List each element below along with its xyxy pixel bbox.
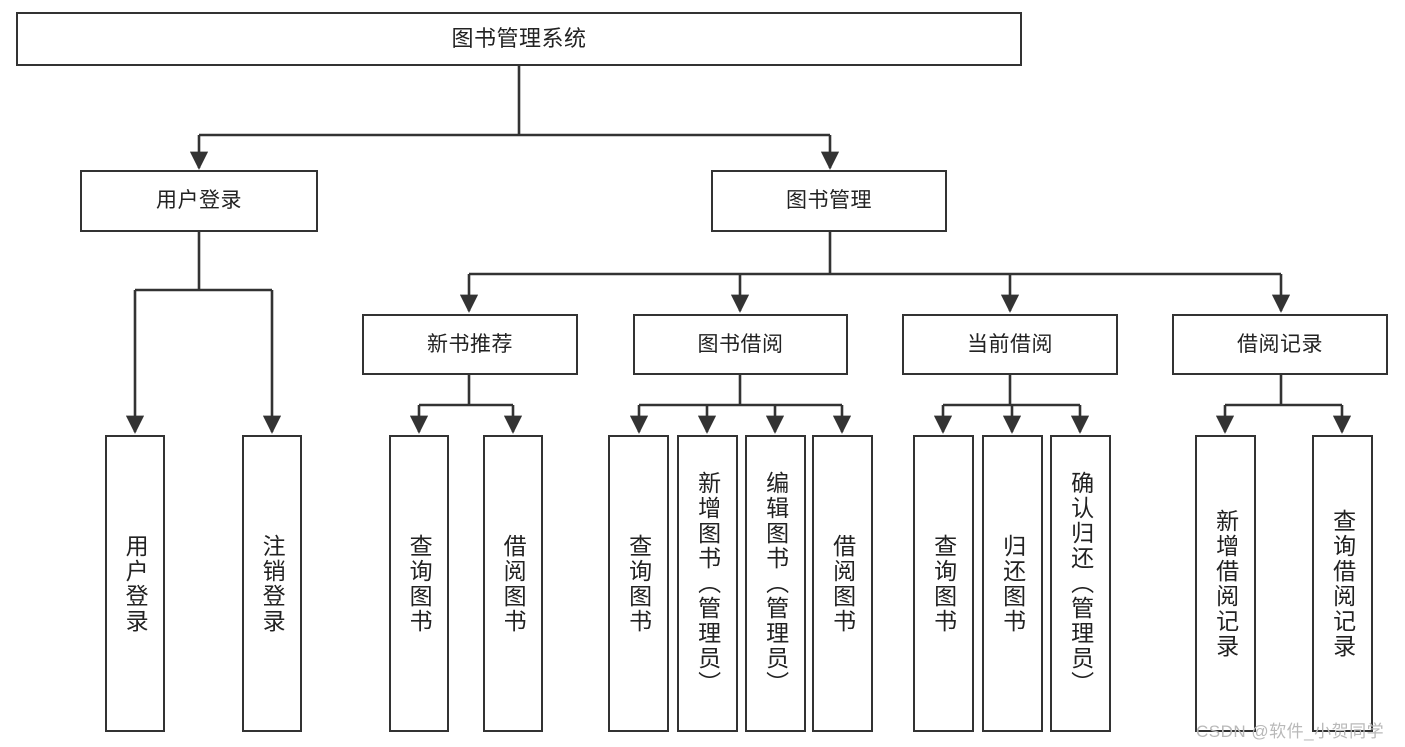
- node-current-borrow[interactable]: 当前借阅: [902, 314, 1118, 375]
- node-label: 编辑图书（管理员）: [762, 471, 789, 696]
- node-label: 确认归还（管理员）: [1067, 471, 1094, 696]
- csdn-watermark: CSDN @软件_小贺同学: [1196, 722, 1385, 741]
- leaf-return-book[interactable]: 归还图书: [982, 435, 1043, 732]
- leaf-query-borrow-record[interactable]: 查询借阅记录: [1312, 435, 1373, 732]
- node-label: 新增借阅记录: [1212, 508, 1239, 659]
- node-label: 新增图书（管理员）: [694, 471, 721, 696]
- leaf-query-book-current[interactable]: 查询图书: [913, 435, 974, 732]
- leaf-edit-book-admin[interactable]: 编辑图书（管理员）: [745, 435, 806, 732]
- node-label: 用户登录: [122, 533, 149, 634]
- leaf-query-book-recommend[interactable]: 查询图书: [389, 435, 449, 732]
- leaf-user-login[interactable]: 用户登录: [105, 435, 165, 732]
- node-label: 图书管理系统: [451, 25, 587, 51]
- node-book-borrow[interactable]: 图书借阅: [633, 314, 848, 375]
- leaf-borrow-book[interactable]: 借阅图书: [812, 435, 873, 732]
- node-label: 归还图书: [999, 533, 1026, 634]
- node-label: 用户登录: [156, 189, 242, 213]
- leaf-borrow-book-recommend[interactable]: 借阅图书: [483, 435, 543, 732]
- node-new-book-recommend[interactable]: 新书推荐: [362, 314, 578, 375]
- node-label: 借阅图书: [829, 533, 856, 634]
- node-label: 查询图书: [930, 533, 957, 634]
- node-label: 图书借阅: [697, 332, 784, 356]
- leaf-confirm-return-admin[interactable]: 确认归还（管理员）: [1050, 435, 1111, 732]
- leaf-add-book-admin[interactable]: 新增图书（管理员）: [677, 435, 738, 732]
- node-label: 查询借阅记录: [1329, 508, 1356, 659]
- node-label: 借阅记录: [1237, 332, 1323, 356]
- node-label: 图书管理: [786, 189, 872, 213]
- leaf-query-book-borrow[interactable]: 查询图书: [608, 435, 669, 732]
- node-user-login[interactable]: 用户登录: [80, 170, 318, 232]
- node-label: 注销登录: [259, 533, 286, 634]
- node-borrow-record[interactable]: 借阅记录: [1172, 314, 1388, 375]
- node-book-manage[interactable]: 图书管理: [711, 170, 947, 232]
- node-label: 查询图书: [406, 533, 433, 634]
- node-root-book-management-system[interactable]: 图书管理系统: [16, 12, 1022, 66]
- node-label: 新书推荐: [427, 332, 513, 356]
- leaf-add-borrow-record[interactable]: 新增借阅记录: [1195, 435, 1256, 732]
- leaf-logout-login[interactable]: 注销登录: [242, 435, 302, 732]
- node-label: 当前借阅: [967, 332, 1053, 356]
- node-label: 查询图书: [625, 533, 652, 634]
- node-label: 借阅图书: [500, 533, 527, 634]
